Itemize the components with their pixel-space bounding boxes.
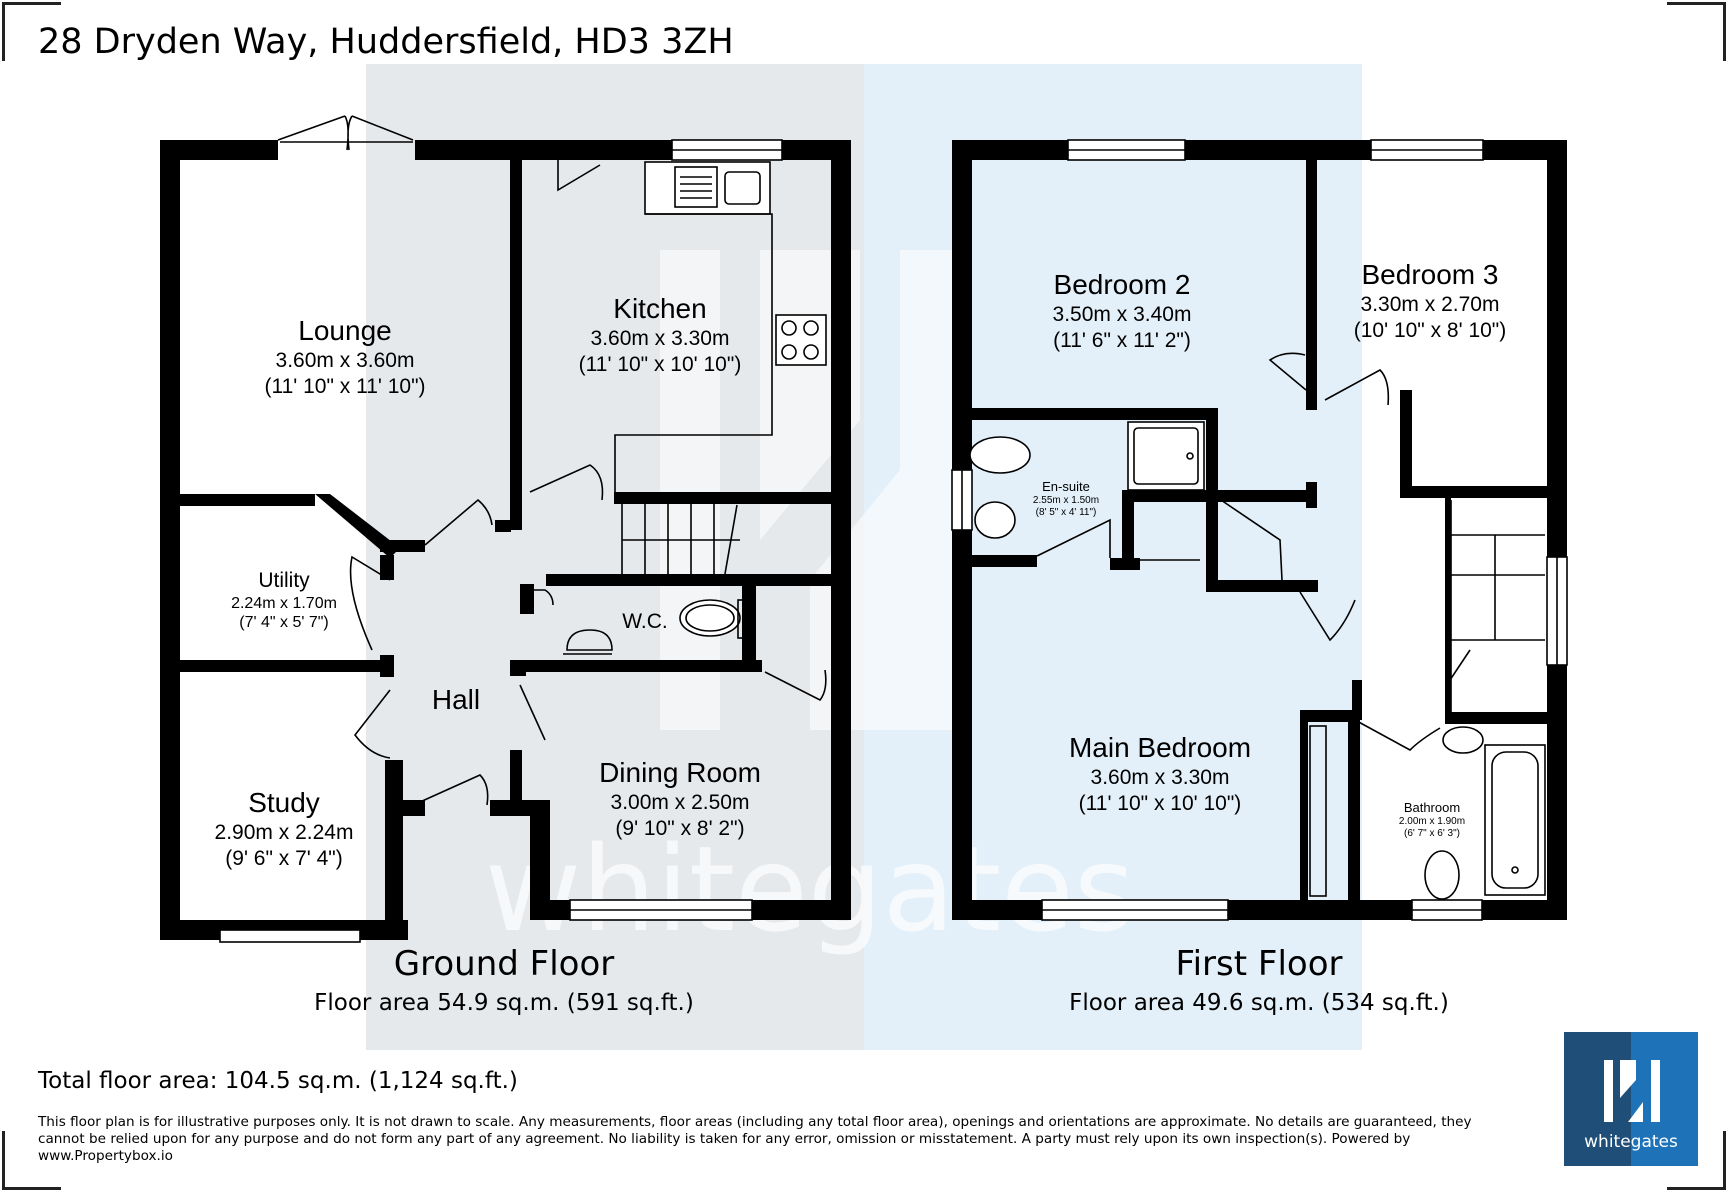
room-label-hall: Hall [432, 683, 480, 717]
room-label-bedroom-2: Bedroom 2 3.50m x 3.40m (11' 6" x 11' 2"… [1053, 268, 1192, 353]
first-floor-fittings [951, 139, 1568, 921]
room-imperial: (9' 6" x 7' 4") [225, 846, 343, 870]
room-label-dining-room: Dining Room 3.00m x 2.50m (9' 10" x 8' 2… [599, 756, 761, 841]
ground-floor-fittings [219, 115, 827, 943]
room-imperial: (11' 10" x 11' 10") [264, 374, 426, 398]
room-metric: 3.60m x 3.30m [590, 327, 730, 351]
room-metric: 2.24m x 1.70m [231, 594, 337, 612]
disclaimer-text: This floor plan is for illustrative purp… [38, 1114, 1472, 1164]
whitegates-logo: whitegates [1564, 1032, 1698, 1166]
room-label-lounge: Lounge 3.60m x 3.60m (11' 10" x 11' 10") [264, 314, 425, 399]
room-imperial: (11' 10" x 10' 10") [578, 352, 742, 376]
room-imperial: (8' 5" x 4' 11") [1035, 507, 1097, 519]
room-metric: 2.55m x 1.50m [1032, 494, 1100, 506]
first-floor-title: First Floor [1175, 944, 1343, 984]
room-name: En-suite [1042, 479, 1090, 494]
room-label-bedroom-3: Bedroom 3 3.30m x 2.70m (10' 10" x 8' 10… [1354, 258, 1507, 343]
room-metric: 3.50m x 3.40m [1052, 303, 1192, 327]
room-imperial: (11' 6" x 11' 2") [1053, 328, 1191, 352]
room-name: Bedroom 3 [1361, 259, 1499, 290]
room-name: Bedroom 2 [1053, 269, 1191, 300]
room-label-study: Study 2.90m x 2.24m (9' 6" x 7' 4") [215, 786, 354, 871]
room-metric: 2.90m x 2.24m [214, 821, 354, 845]
room-metric: 3.00m x 2.50m [610, 791, 750, 815]
corner-mark-top-right [1667, 2, 1726, 61]
room-metric: 3.60m x 3.30m [1090, 766, 1230, 790]
room-name: Hall [431, 684, 481, 715]
room-name: Dining Room [599, 757, 761, 788]
corner-mark-bottom-left [2, 1131, 61, 1190]
room-label-kitchen: Kitchen 3.60m x 3.30m (11' 10" x 10' 10"… [579, 292, 742, 377]
room-label-bathroom: Bathroom 2.00m x 1.90m (6' 7" x 6' 3") [1399, 800, 1465, 840]
room-metric: 3.30m x 2.70m [1360, 293, 1500, 317]
room-imperial: (6' 7" x 6' 3") [1404, 828, 1460, 840]
room-imperial: (10' 10" x 8' 10") [1353, 318, 1507, 342]
property-address-title: 28 Dryden Way, Huddersfield, HD3 3ZH [38, 22, 734, 62]
first-floor-walls [952, 140, 1567, 920]
watermark-text: whitegates [485, 820, 1136, 958]
room-label-wc: W.C. [622, 609, 668, 635]
room-name: Lounge [298, 315, 392, 346]
room-name: W.C. [622, 610, 668, 633]
room-label-en-suite: En-suite 2.55m x 1.50m (8' 5" x 4' 11") [1033, 479, 1099, 519]
room-name: Utility [258, 569, 310, 592]
room-name: Bathroom [1403, 800, 1461, 815]
room-label-main-bedroom: Main Bedroom 3.60m x 3.30m (11' 10" x 10… [1069, 731, 1251, 816]
room-imperial: (11' 10" x 10' 10") [1078, 791, 1242, 815]
total-floor-area: Total floor area: 104.5 sq.m. (1,124 sq.… [38, 1068, 518, 1094]
corner-mark-top-left [2, 2, 61, 61]
room-metric: 3.60m x 3.60m [275, 349, 415, 373]
logo-text: whitegates [1584, 1132, 1678, 1152]
room-name: Kitchen [613, 293, 707, 324]
corner-mark-bottom-right [1667, 1131, 1726, 1190]
room-name: Study [248, 787, 320, 818]
room-label-utility: Utility 2.24m x 1.70m (7' 4" x 5' 7") [231, 568, 337, 633]
logo-mark-icon [1604, 1060, 1660, 1122]
room-imperial: (9' 10" x 8' 2") [615, 816, 745, 840]
room-metric: 2.00m x 1.90m [1398, 815, 1466, 827]
logo-light-half [1631, 1032, 1698, 1166]
first-floor-area: Floor area 49.6 sq.m. (534 sq.ft.) [1069, 990, 1449, 1016]
ground-floor-watermark-panel [366, 64, 864, 1050]
room-imperial: (7' 4" x 5' 7") [239, 614, 329, 632]
ground-floor-title: Ground Floor [393, 944, 615, 984]
room-name: Main Bedroom [1068, 732, 1252, 763]
ground-floor-area: Floor area 54.9 sq.m. (591 sq.ft.) [314, 990, 694, 1016]
